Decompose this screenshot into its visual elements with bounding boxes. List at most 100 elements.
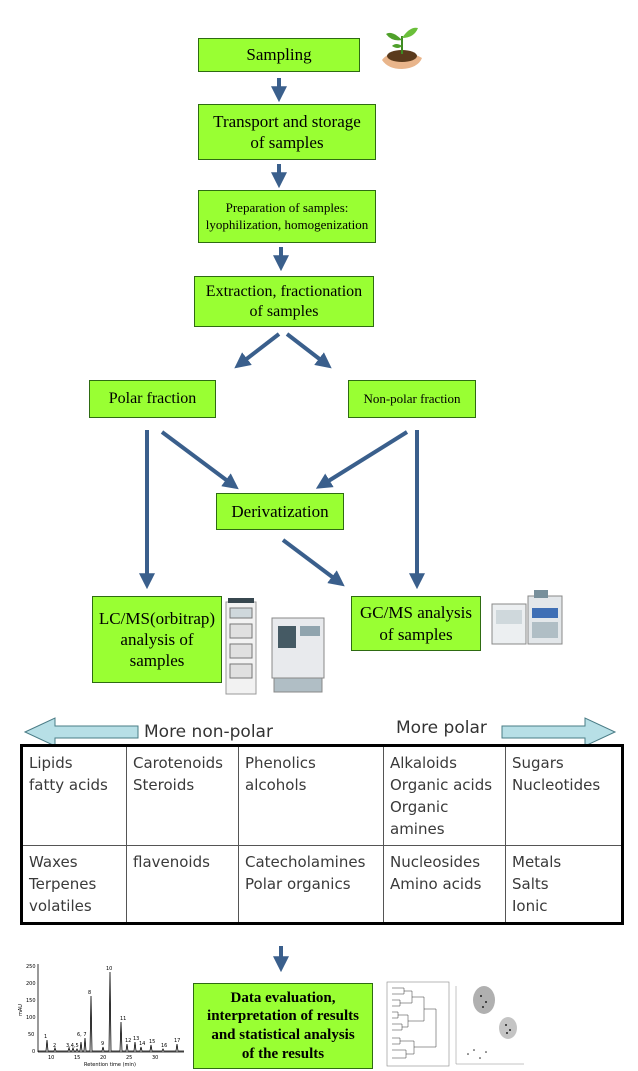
table-cell: Lipids fatty acids [21,745,127,846]
nonpolar-direction-arrow [23,717,139,747]
peak-label: 2 [53,1043,56,1049]
table-cell: Nucleosides Amino acids [383,845,506,924]
peak-label: 3,4,5 [66,1043,79,1049]
x-tick-15: 15 [74,1055,80,1061]
cell-line: Waxes [29,853,78,871]
cell-line: volatiles [29,897,92,915]
y-tick-200: 200 [26,981,36,987]
gcms-instrument-image [491,590,563,645]
y-tick-150: 150 [26,998,36,1004]
lcms-instrument-image [225,598,325,695]
cell-line: Catecholamines [245,853,366,871]
cell-line: Polar organics [245,875,351,893]
table-cell: Catecholamines Polar organics [238,845,384,924]
table-cell: Alkaloids Organic acids Organic amines [383,745,506,846]
evaluation-label-line3: and statistical analysis [211,1027,355,1043]
preparation-box: Preparation of samples: lyophilization, … [198,190,376,243]
cell-line: Terpenes [29,875,97,893]
y-tick-0: 0 [32,1049,35,1055]
cell-line: Steroids [133,776,195,794]
peak-label: 10 [106,966,112,972]
polar-direction-arrow [501,717,617,747]
peak-label: 15 [149,1039,155,1045]
arrow-extraction-nonpolar [285,332,332,369]
nonpolar-fraction-label: Non-polar fraction [363,390,461,406]
cell-line: Alkaloids [390,754,457,772]
y-axis-label: mAU [18,1004,24,1016]
chromatogram-image: 250 200 150 100 50 0 mAU 10 15 20 25 30 … [18,964,184,1068]
peak-label: 9 [101,1041,104,1047]
plant-in-hand-image [382,27,422,69]
arrow-nonpolar-derivatization [315,430,409,489]
table-cell: Sugars Nucleotides [505,745,623,846]
lcms-box: LC/MS(orbitrap) analysis of samples [92,596,222,683]
peak-label: 12 [125,1038,131,1044]
more-polar-label: More polar [396,718,487,738]
cell-line: Salts [512,875,549,893]
extraction-label-line1: Extraction, fractionation [205,282,363,300]
table-row: Lipids fatty acids Carotenoids Steroids … [21,745,623,846]
arrow-polar-derivatization [160,430,239,490]
cell-line: amines [390,820,445,838]
cell-line: flavenoids [133,853,210,871]
evaluation-label-line1: Data evaluation, [230,989,336,1006]
table-cell: Phenolics alcohols [238,745,384,846]
statistics-plot-image [386,981,524,1067]
cell-line: fatty acids [29,776,108,794]
x-tick-10: 10 [48,1055,54,1061]
table-cell: Carotenoids Steroids [126,745,239,846]
lcms-label-line1: LC/MS(orbitrap) [98,608,216,628]
preparation-label-line2: lyophilization, homogenization [205,216,369,232]
table-cell: Metals Salts Ionic [505,845,623,924]
cell-line: alcohols [245,776,307,794]
derivatization-box: Derivatization [216,493,344,530]
evaluation-box: Data evaluation, interpretation of resul… [193,983,373,1069]
peak-label: 14 [139,1041,145,1047]
lcms-label-line3: samples [129,651,185,671]
nonpolar-fraction-box: Non-polar fraction [348,380,476,418]
cell-line: Sugars [512,754,564,772]
cell-line: Lipids [29,754,73,772]
derivatization-label: Derivatization [231,501,329,521]
peak-label: 6, 7 [77,1032,87,1038]
polar-fraction-label: Polar fraction [108,390,197,407]
extraction-box: Extraction, fractionation of samples [194,276,374,327]
peak-label: 11 [120,1016,126,1022]
sampling-label: Sampling [246,45,312,65]
table-cell: Waxes Terpenes volatiles [21,845,127,924]
table-row: Waxes Terpenes volatiles flavenoids Cate… [21,845,623,924]
preparation-label-line1: Preparation of samples: [225,200,349,216]
x-tick-30: 30 [152,1055,158,1061]
peak-label: 16 [161,1043,167,1049]
gcms-box: GC/MS analysis of samples [351,596,481,651]
evaluation-label-line4: of the results [241,1045,325,1062]
cell-line: Organic acids [390,776,493,794]
compound-class-table: Lipids fatty acids Carotenoids Steroids … [20,744,624,925]
cell-line: Metals [512,853,562,871]
polar-fraction-box: Polar fraction [89,380,216,418]
cell-line: Carotenoids [133,754,223,772]
x-tick-20: 20 [100,1055,106,1061]
peak-label: 17 [174,1038,180,1044]
arrow-extraction-polar [234,332,281,369]
cell-line: Amino acids [390,875,482,893]
x-tick-25: 25 [126,1055,132,1061]
gcms-label-line1: GC/MS analysis [360,603,472,623]
peak-label: 1 [44,1034,47,1040]
evaluation-label-line2: interpretation of results [207,1008,359,1025]
transport-label-line1: Transport and storage [213,111,361,131]
cell-line: Nucleotides [512,776,601,794]
cell-line: Ionic [512,897,548,915]
y-tick-250: 250 [26,964,36,970]
transport-label-line2: of samples [250,133,324,152]
extraction-label-line2: of samples [249,302,319,320]
arrow-derivatization-gcms [281,538,345,587]
sampling-box: Sampling [198,38,360,72]
transport-box: Transport and storage of samples [198,104,376,160]
more-nonpolar-label: More non-polar [144,722,273,742]
cell-line: Nucleosides [390,853,481,871]
peak-label: 13 [133,1036,139,1042]
peak-label: 8 [88,990,91,996]
lcms-label-line2: analysis of [120,629,194,649]
